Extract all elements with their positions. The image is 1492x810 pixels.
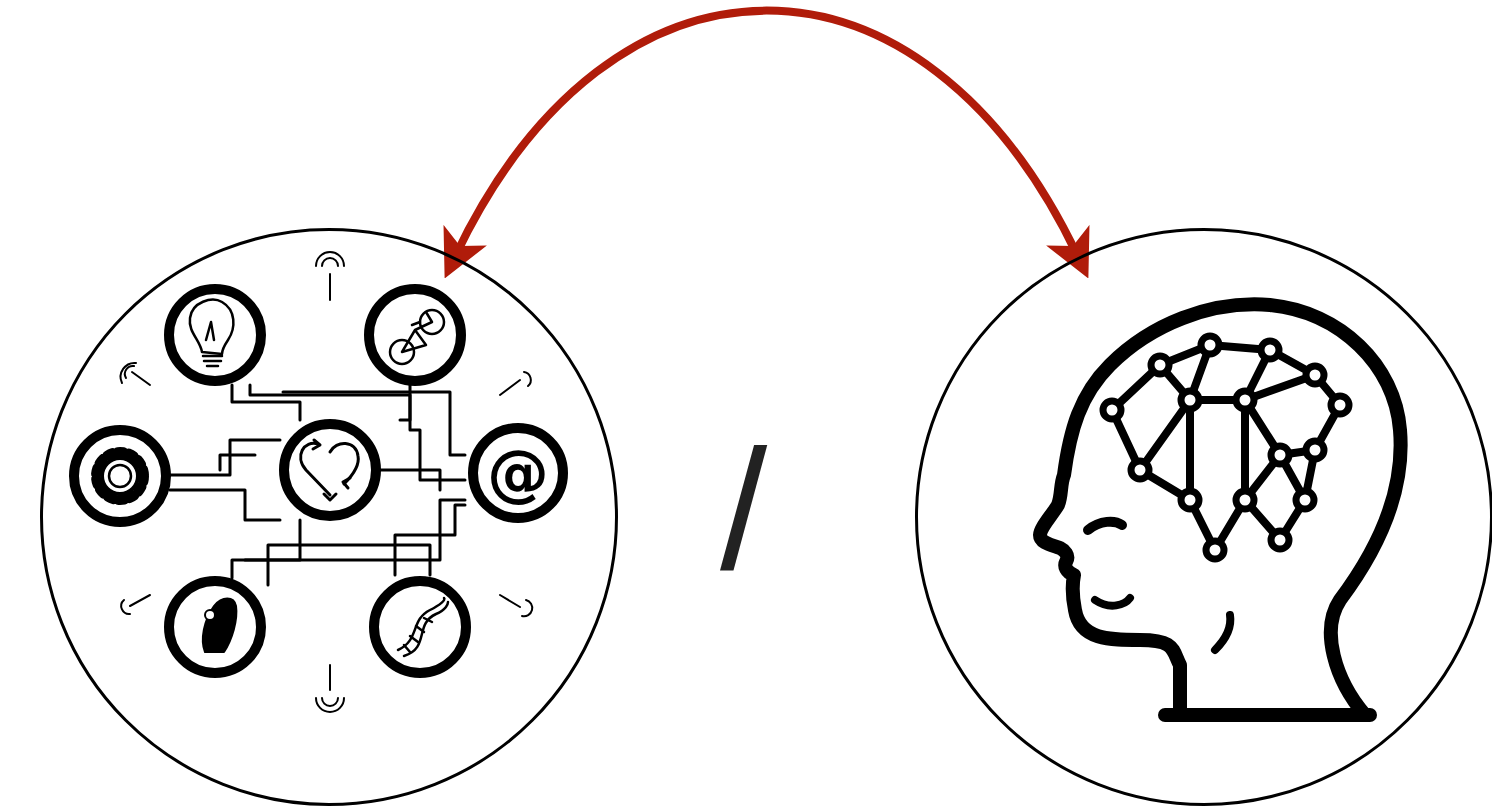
gear-icon (96, 452, 144, 500)
dna-icon (398, 598, 448, 656)
illustration-circle (915, 228, 1492, 806)
icon-circles (74, 289, 466, 673)
head-icon (1040, 304, 1401, 715)
car-icon (203, 599, 237, 653)
brain-network (1112, 345, 1340, 550)
bicycle-icon (390, 310, 444, 364)
circuit-wires (170, 385, 465, 585)
curved-arrow (455, 11, 1078, 257)
illustration-circle: @ (40, 228, 618, 806)
separator-label: / (720, 425, 767, 595)
lightbulb-icon (190, 300, 234, 366)
icon-glyph: @ (487, 442, 549, 504)
icon-circle: @ (468, 423, 568, 523)
recycling-heart-icon (301, 440, 359, 500)
